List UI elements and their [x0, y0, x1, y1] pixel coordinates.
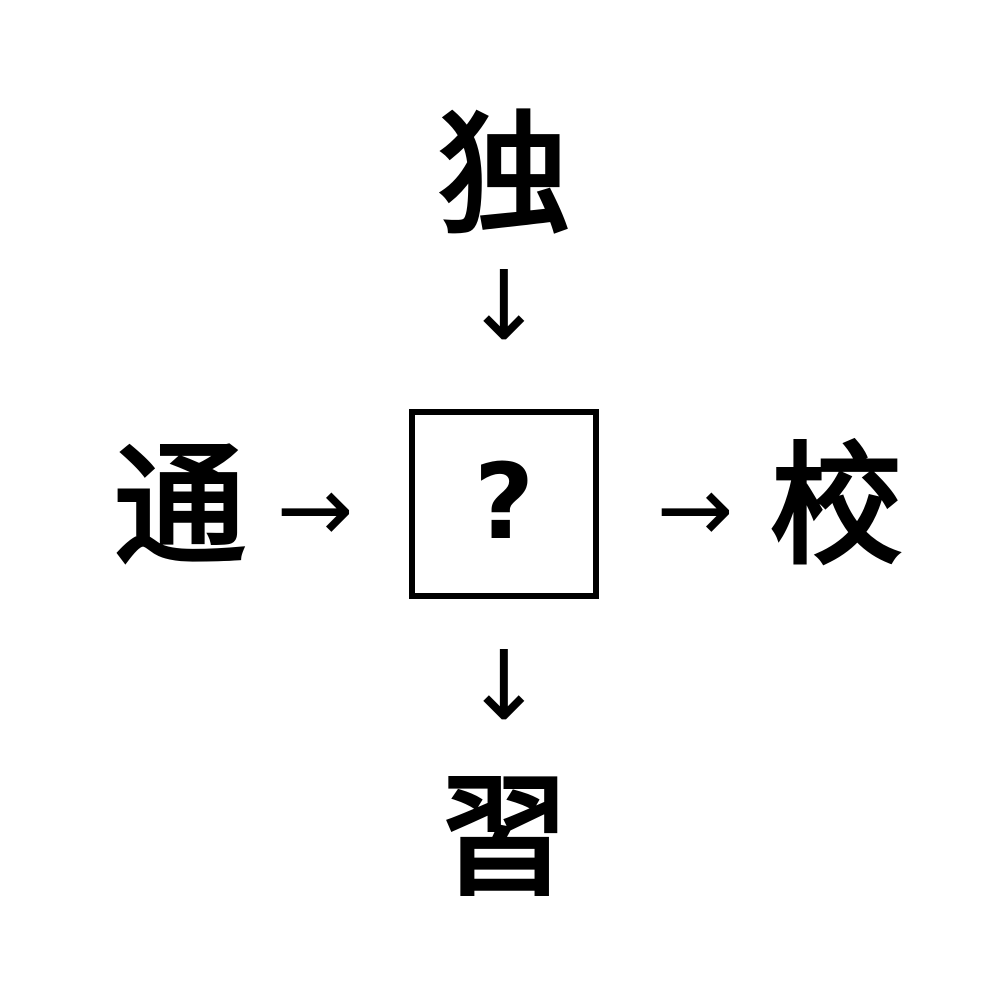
- kanji-node-right: 校: [770, 430, 902, 584]
- arrow-right-left-to-center-icon: →: [276, 456, 354, 563]
- question-mark-placeholder: ?: [473, 441, 535, 563]
- arrow-down-center-to-bottom-icon: ↓: [463, 630, 545, 742]
- kanji-node-top: 独: [438, 99, 570, 253]
- answer-box[interactable]: ?: [409, 409, 599, 599]
- arrow-down-top-to-center-icon: ↓: [463, 250, 545, 362]
- kanji-node-bottom: 習: [438, 761, 570, 915]
- arrow-right-center-to-right-icon: →: [656, 456, 734, 563]
- kanji-node-left: 通: [114, 430, 246, 584]
